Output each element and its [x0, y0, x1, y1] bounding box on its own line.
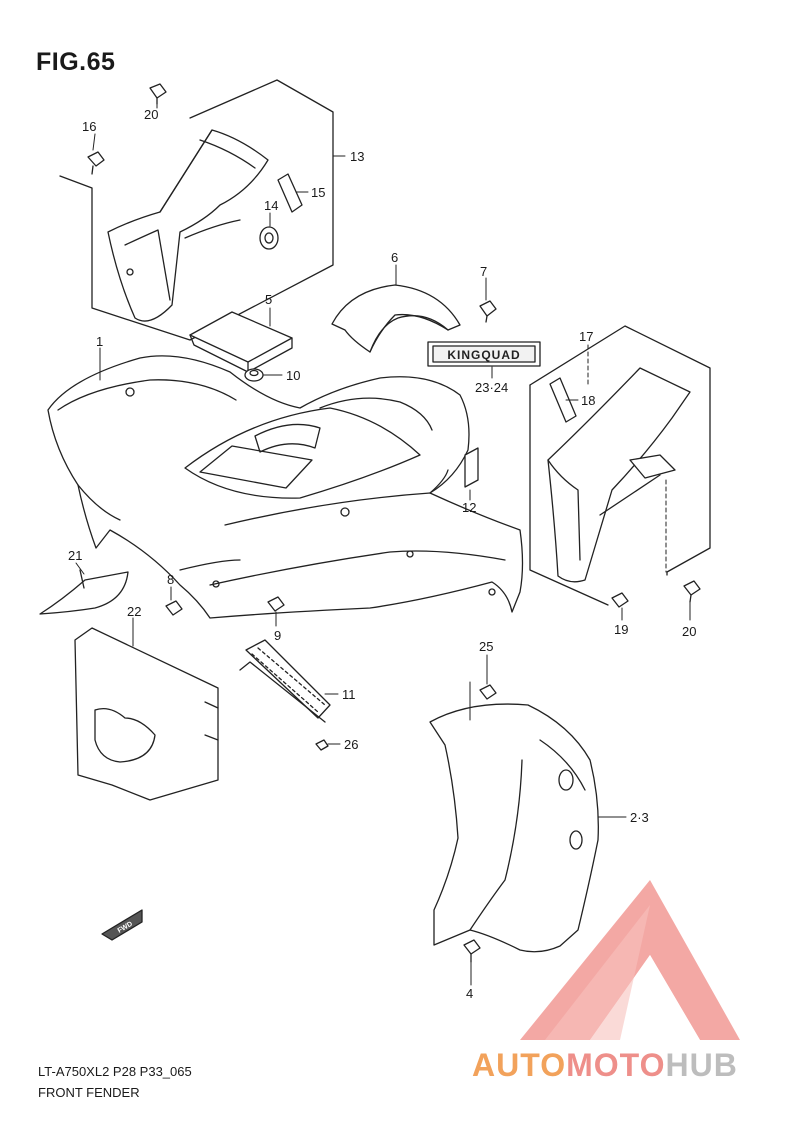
watermark-logo [520, 880, 740, 1040]
side-cover-right [547, 367, 691, 583]
callout-13: 13 [350, 149, 364, 164]
callout-2-3: 2·3 [630, 810, 649, 825]
part-11-grille [239, 639, 331, 723]
figure-name: FRONT FENDER [38, 1085, 140, 1100]
part-16-clip [87, 151, 105, 175]
part-4-clip [463, 939, 481, 963]
part-25-screw [479, 684, 497, 700]
leader-lines [75, 103, 691, 986]
part-21-bracket [39, 569, 129, 615]
part-19-clip [611, 592, 629, 608]
part-20-clip-right [683, 580, 701, 603]
callout-9: 9 [274, 628, 281, 643]
part-9-clip [267, 596, 285, 612]
callout-15: 15 [311, 185, 325, 200]
side-cover-left [107, 129, 269, 322]
figure-title: FIG.65 [36, 48, 116, 76]
callout-18: 18 [581, 393, 595, 408]
part-18-pad [549, 377, 577, 423]
part-8-clip [165, 600, 183, 616]
part-15-pad [277, 173, 303, 213]
callout-21: 21 [68, 548, 82, 563]
part-2-3-inner-fender [429, 703, 599, 953]
part-12-pad [464, 447, 479, 488]
part-22-panel [74, 627, 219, 801]
callout-20-right: 20 [682, 624, 696, 639]
watermark-text: AUTOMOTOHUB [472, 1047, 738, 1084]
decal-23-24 [427, 341, 541, 367]
callout-8: 8 [167, 572, 174, 587]
box-17-outline [529, 325, 711, 606]
callout-26: 26 [344, 737, 358, 752]
callout-16: 16 [82, 119, 96, 134]
callout-25: 25 [479, 639, 493, 654]
fwd-arrow-icon [101, 909, 143, 941]
callout-12: 12 [462, 500, 476, 515]
part-1-front-fender [47, 355, 524, 619]
callout-5: 5 [265, 292, 272, 307]
decal-text: KINGQUAD [447, 348, 520, 362]
part-7-screw [479, 300, 497, 323]
callout-6: 6 [391, 250, 398, 265]
part-26-screw [315, 739, 329, 751]
callout-17: 17 [579, 329, 593, 344]
callout-labels: 1 2·3 4 5 6 7 8 9 10 11 12 13 14 15 16 1… [68, 107, 696, 1001]
callout-23-24: 23·24 [475, 380, 508, 395]
watermark-part-1: AUTO [472, 1047, 567, 1083]
part-14-grommet [259, 226, 279, 250]
callout-4: 4 [466, 986, 473, 1001]
part-20-clip-top [149, 83, 167, 105]
callout-7: 7 [480, 264, 487, 279]
callout-20-top: 20 [144, 107, 158, 122]
callout-14: 14 [264, 198, 278, 213]
box-13-outline [59, 79, 334, 341]
part-6-center-cover [331, 284, 461, 353]
part-10-cushion [244, 368, 264, 382]
callout-22: 22 [127, 604, 141, 619]
watermark-part-3: HUB [665, 1047, 738, 1083]
model-code: LT-A750XL2 P28 P33_065 [38, 1064, 192, 1079]
callout-10: 10 [286, 368, 300, 383]
callout-19: 19 [614, 622, 628, 637]
part-5-lid [189, 311, 293, 373]
callout-1: 1 [96, 334, 103, 349]
callout-11: 11 [342, 687, 356, 702]
watermark-part-2: MOTO [566, 1047, 666, 1083]
